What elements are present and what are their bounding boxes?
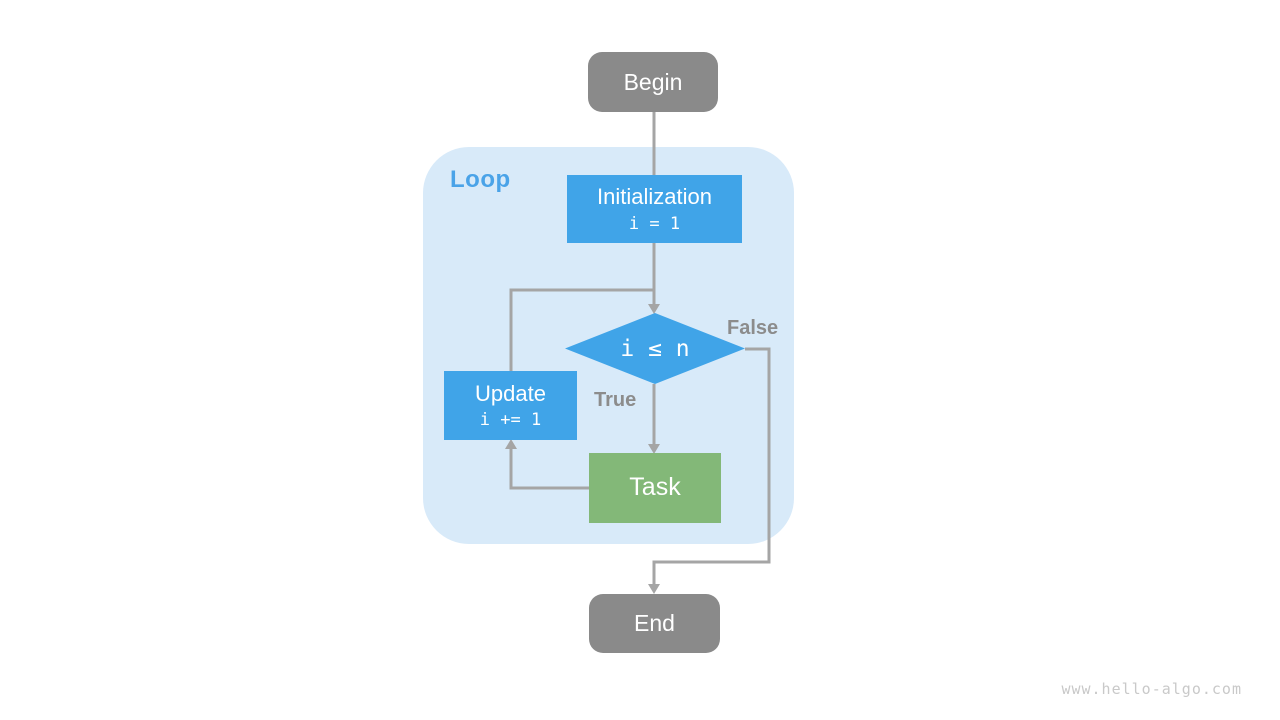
end-node: End [589,594,720,653]
edge-label-true: True [594,389,637,411]
begin-node-label: Begin [623,68,683,95]
initialization-node: Initialization i = 1 [567,175,742,243]
edge-update-loopback [509,288,654,371]
update-node-code: i += 1 [479,410,542,431]
arrowhead-into-condition [648,304,660,314]
task-node-label: Task [629,473,681,502]
arrowhead-into-task [648,444,660,454]
arrowhead-into-update [505,439,517,449]
begin-node: Begin [588,52,718,112]
condition-diamond-label: i ≤ n [620,335,690,362]
edge-condition-to-end [652,347,771,586]
edge-task-to-update [509,449,589,490]
end-node-label: End [634,610,675,637]
task-node: Task [589,453,721,523]
arrowhead-into-end [648,584,660,594]
update-node: Update i += 1 [444,371,577,440]
update-node-title: Update [475,380,546,406]
initialization-node-title: Initialization [597,184,712,210]
initialization-node-code: i = 1 [628,213,681,234]
loop-label: Loop [450,166,511,193]
watermark-text: www.hello-algo.com [1061,680,1242,698]
edge-label-false: False [727,317,779,339]
